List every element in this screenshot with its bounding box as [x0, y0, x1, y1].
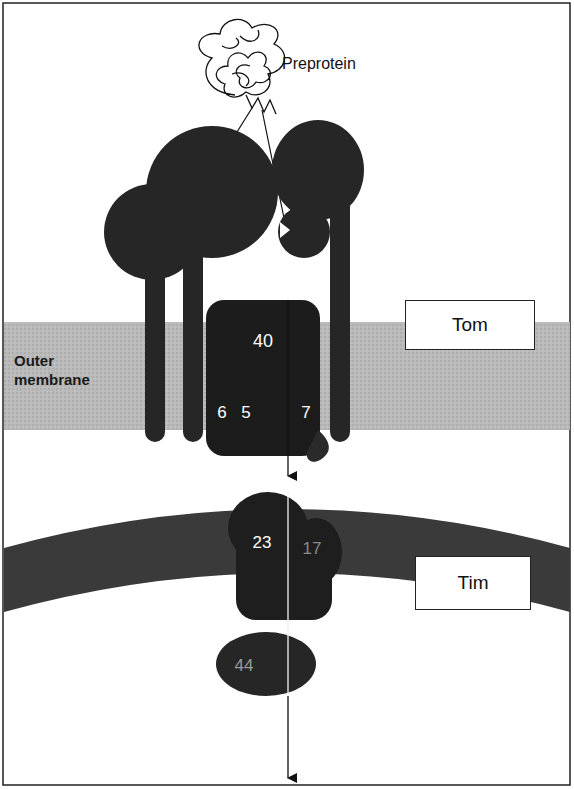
callout-number: 23 — [253, 532, 272, 553]
membrane-label: Outer membrane — [14, 352, 124, 390]
box-label: Tom — [452, 314, 488, 336]
import-arrow-light — [287, 490, 288, 780]
callout-number: 40 — [253, 330, 273, 353]
callout-number: 5 — [241, 402, 250, 423]
callout-number: 44 — [235, 655, 254, 676]
frame — [3, 3, 570, 785]
tom7-tail — [307, 430, 329, 462]
callout-number: 7 — [301, 402, 310, 423]
molecule-label: Preprotein — [282, 54, 356, 74]
callout-number: 17 — [303, 538, 322, 559]
binding-site — [280, 222, 290, 238]
callout-number: 6 — [217, 402, 226, 423]
tom40-pore — [206, 300, 320, 456]
import-arrow — [287, 300, 288, 476]
import-arrow — [287, 696, 288, 778]
box-label: Tim — [458, 572, 489, 594]
complex-label-box: Tom — [405, 300, 535, 350]
tim23-complex — [228, 492, 342, 620]
preprotein-chain — [199, 19, 285, 114]
complex-label-box: Tim — [415, 556, 531, 610]
tim44 — [216, 632, 316, 696]
